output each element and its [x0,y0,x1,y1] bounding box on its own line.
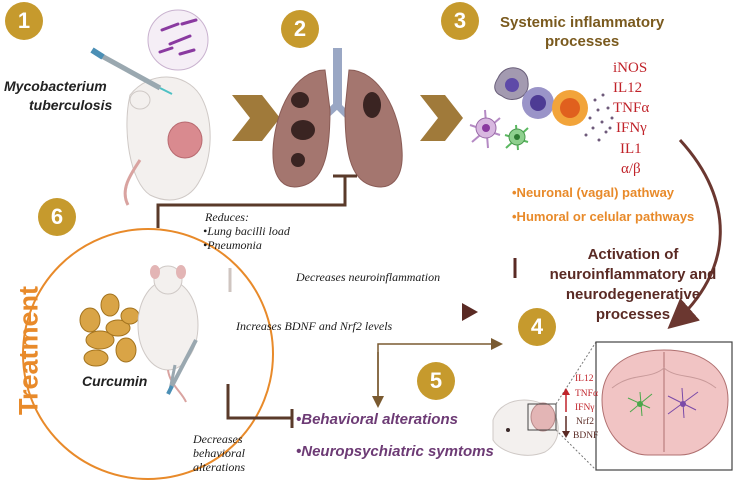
reduces-label: Reduces: [205,210,249,224]
decreases-behavior-line-2: behavioral [193,446,245,460]
inhibit-behavior-path [226,384,292,420]
mouse-head-illustration [492,399,559,456]
pathway-neuronal: •Neuronal (vagal) pathway [512,185,675,200]
inflammation-title-line-1: Systemic inflammatory [500,14,665,31]
reduces-pneumonia: •Pneumonia [203,238,262,252]
outcome-behavioral: •Behavioral alterations [296,411,458,428]
brain-marker-il12: IL12 [575,374,594,384]
reduces-bacilli: •Lung bacilli load [203,224,290,238]
brain-marker-nrf2: Nrf2 [576,417,594,427]
increases-bdnf-label: Increases BDNF and Nrf2 levels [236,319,393,333]
chevron-2 [420,95,463,141]
pathogen-label-line-1: Mycobacterium [4,78,107,94]
bacteria-rods [158,18,198,56]
marker-il1: IL1 [620,141,642,157]
step-badge-2: 2 [281,10,319,48]
marker-tnfa: TNFα [613,100,650,116]
step-badge-5: 5 [417,362,455,400]
treatment-label: Treatment [13,285,44,416]
decreases-behavior-line-3: alterations [193,460,246,474]
marker-il12: IL12 [613,80,643,96]
pathogen-label-line-2: tuberculosis [29,97,113,113]
decreases-neuroinflammation-label: Decreases neuroinflammation [296,270,441,284]
lungs-illustration [272,48,403,188]
step-badge-6: 6 [38,198,76,236]
activation-line-2: neuroinflammatory and [549,266,717,283]
outcome-neuropsychiatric: •Neuropsychiatric symtoms [296,443,494,460]
treated-mouse-illustration [137,265,199,403]
decreases-behavior-line-1: Decreases [193,432,243,446]
infected-mouse-illustration [90,47,211,206]
chevron-1 [232,95,280,141]
inflammation-title-line-2: processes [545,33,620,50]
brain-illustration [601,349,729,456]
curcumin-illustration [79,293,140,367]
inhibit-lungs-path [156,176,347,228]
immune-cells-illustration [469,67,614,151]
activation-line-3: neurodegenerative [565,286,701,303]
step-badge-4: 4 [518,308,556,346]
pathway-humoral: •Humoral or celular pathways [512,209,695,224]
marker-inos: iNOS [613,60,648,76]
brain-marker-ifng: IFNγ [575,403,595,413]
step-badge-3: 3 [441,2,479,40]
step-badge-1: 1 [5,2,43,40]
brain-marker-tnfa: TNFα [575,389,598,399]
brain-marker-bdnf: BDNF [573,431,599,441]
activation-line-1: Activation of [587,246,679,263]
marker-ifng: IFNγ [616,120,647,136]
curved-arrow-3-to-4 [667,138,722,329]
curcumin-label: Curcumin [82,373,148,389]
activation-line-4: processes [595,306,671,323]
marker-alpha-beta: α/β [621,161,641,177]
